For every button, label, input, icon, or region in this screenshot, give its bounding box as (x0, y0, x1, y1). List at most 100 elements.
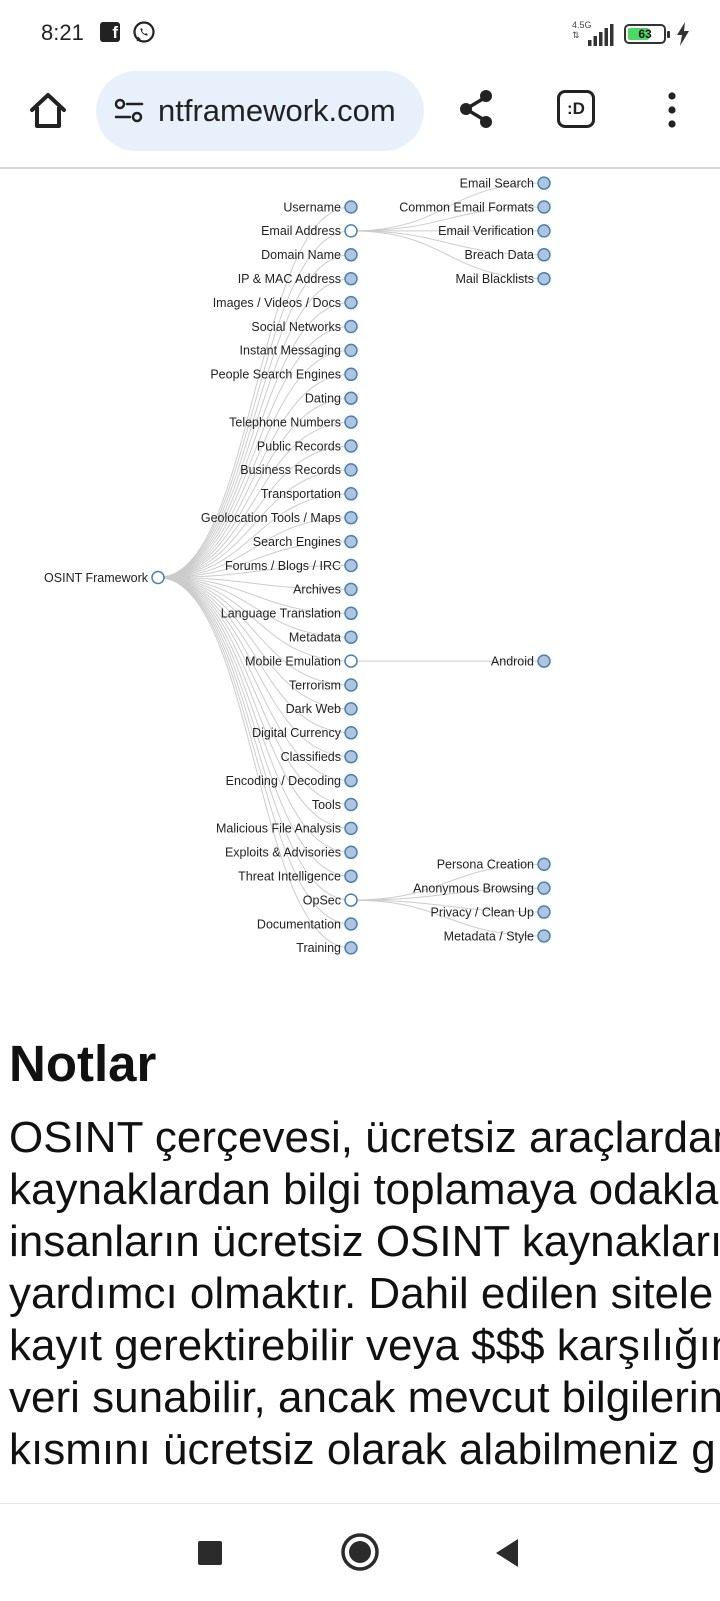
tree-node-circle[interactable] (344, 439, 358, 453)
tree-link (157, 397, 352, 578)
address-bar[interactable]: ntframework.com (96, 71, 424, 151)
tree-node-terrorism[interactable]: Terrorism (289, 678, 358, 692)
tree-node-images-videos-docs[interactable]: Images / Videos / Docs (213, 295, 358, 310)
tree-node-people-search-engines[interactable]: People Search Engines (210, 367, 358, 382)
tree-node-persona-creation[interactable]: Persona Creation (437, 857, 551, 872)
tree-node-social-networks[interactable]: Social Networks (251, 319, 358, 334)
tree-node-ip-and-mac-address[interactable]: IP & MAC Address (238, 271, 358, 286)
tree-node-email-address[interactable]: Email Address (261, 224, 358, 238)
site-settings-icon[interactable] (114, 97, 144, 125)
tree-node-circle[interactable] (151, 570, 165, 585)
tree-node-username[interactable]: Username (283, 200, 358, 214)
tree-node-circle[interactable] (344, 391, 358, 405)
tree-node-circle[interactable] (537, 248, 551, 262)
tree-node-metadata[interactable]: Metadata (289, 630, 358, 645)
tree-node-circle[interactable] (344, 343, 358, 358)
tree-node-common-email-formats[interactable]: Common Email Formats (399, 200, 551, 214)
tree-node-circle[interactable] (537, 881, 551, 895)
tree-root-node[interactable]: OSINT Framework (44, 570, 165, 585)
tree-node-circle[interactable] (537, 200, 551, 214)
tree-node-geolocation-tools-maps[interactable]: Geolocation Tools / Maps (201, 510, 358, 525)
tree-node-malicious-file-analysis[interactable]: Malicious File Analysis (216, 821, 358, 836)
tree-node-circle[interactable] (344, 917, 358, 931)
tree-node-circle[interactable] (344, 582, 358, 597)
tree-node-circle[interactable] (344, 200, 358, 214)
tree-node-circle[interactable] (344, 415, 358, 429)
tree-node-circle[interactable] (344, 295, 358, 310)
tree-node-tools[interactable]: Tools (312, 797, 358, 812)
tree-node-circle[interactable] (344, 487, 358, 501)
tree-node-circle[interactable] (537, 224, 551, 238)
tree-node-mobile-emulation[interactable]: Mobile Emulation (245, 654, 358, 668)
tree-node-circle[interactable] (344, 773, 358, 788)
tree-node-dark-web[interactable]: Dark Web (286, 702, 358, 716)
tree-node-circle[interactable] (537, 929, 551, 943)
tree-node-domain-name[interactable]: Domain Name (261, 248, 358, 262)
tree-node-training[interactable]: Training (296, 941, 358, 955)
tree-node-circle[interactable] (344, 702, 358, 716)
tree-node-circle[interactable] (344, 797, 358, 812)
tree-node-circle[interactable] (344, 606, 358, 621)
tree-node-circle[interactable] (344, 749, 358, 764)
tree-node-circle[interactable] (344, 845, 358, 860)
tree-node-circle[interactable] (344, 319, 358, 334)
tree-node-label: Email Search (460, 176, 534, 190)
tree-node-circle[interactable] (344, 821, 358, 836)
menu-icon[interactable] (660, 90, 684, 130)
tree-node-threat-intelligence[interactable]: Threat Intelligence (238, 869, 358, 884)
tree-node-label: Digital Currency (252, 726, 342, 740)
back-button[interactable] (494, 1538, 520, 1568)
tree-node-classifieds[interactable]: Classifieds (281, 749, 358, 764)
tree-node-circle[interactable] (344, 893, 358, 907)
tree-link (157, 326, 352, 578)
tree-node-circle[interactable] (344, 678, 358, 692)
tree-node-email-verification[interactable]: Email Verification (438, 224, 551, 238)
tree-node-circle[interactable] (537, 271, 551, 286)
tree-node-circle[interactable] (344, 534, 358, 549)
tree-node-anonymous-browsing[interactable]: Anonymous Browsing (413, 881, 551, 895)
tree-node-circle[interactable] (537, 176, 551, 190)
tree-node-circle[interactable] (344, 271, 358, 286)
tree-node-circle[interactable] (537, 654, 551, 668)
extension-button[interactable]: :D (557, 90, 595, 128)
tree-node-documentation[interactable]: Documentation (257, 917, 358, 931)
tree-link (350, 899, 545, 937)
tree-node-business-records[interactable]: Business Records (240, 463, 358, 477)
recent-apps-button[interactable] (198, 1541, 222, 1565)
tree-node-email-search[interactable]: Email Search (460, 176, 551, 190)
tree-node-circle[interactable] (344, 941, 358, 955)
tree-node-language-translation[interactable]: Language Translation (221, 606, 358, 621)
tree-node-circle[interactable] (344, 630, 358, 644)
tree-node-forums-blogs-irc[interactable]: Forums / Blogs / IRC (225, 558, 358, 573)
tree-node-exploits-and-advisories[interactable]: Exploits & Advisories (225, 845, 358, 860)
tree-node-circle[interactable] (344, 558, 358, 573)
tree-node-search-engines[interactable]: Search Engines (253, 534, 358, 549)
tree-node-circle[interactable] (344, 463, 358, 477)
tree-node-circle[interactable] (537, 905, 551, 919)
tree-node-encoding-decoding[interactable]: Encoding / Decoding (226, 773, 358, 788)
tree-node-telephone-numbers[interactable]: Telephone Numbers (229, 415, 358, 429)
tree-node-circle[interactable] (344, 367, 358, 382)
tree-node-archives[interactable]: Archives (293, 582, 358, 597)
tree-node-circle[interactable] (344, 248, 358, 262)
tree-node-circle[interactable] (344, 726, 358, 740)
tree-node-mail-blacklists[interactable]: Mail Blacklists (456, 271, 551, 286)
tree-node-digital-currency[interactable]: Digital Currency (252, 726, 358, 740)
share-icon[interactable] (456, 88, 496, 130)
tree-node-circle[interactable] (344, 869, 358, 883)
tree-node-instant-messaging[interactable]: Instant Messaging (240, 343, 358, 358)
home-icon[interactable] (26, 88, 70, 132)
tree-node-circle[interactable] (537, 857, 551, 871)
tree-node-circle[interactable] (344, 654, 358, 668)
tree-node-breach-data[interactable]: Breach Data (465, 248, 551, 262)
tree-node-transportation[interactable]: Transportation (261, 487, 358, 501)
tree-node-public-records[interactable]: Public Records (257, 439, 358, 453)
tree-node-circle[interactable] (344, 510, 358, 525)
tree-node-metadata-style[interactable]: Metadata / Style (444, 929, 551, 943)
home-button[interactable] (340, 1532, 380, 1572)
tree-node-circle[interactable] (344, 224, 358, 238)
tree-node-opsec[interactable]: OpSec (303, 893, 358, 907)
tree-node-android[interactable]: Android (491, 654, 551, 668)
tree-node-privacy-clean-up[interactable]: Privacy / Clean Up (430, 905, 551, 919)
tree-node-dating[interactable]: Dating (305, 391, 358, 406)
